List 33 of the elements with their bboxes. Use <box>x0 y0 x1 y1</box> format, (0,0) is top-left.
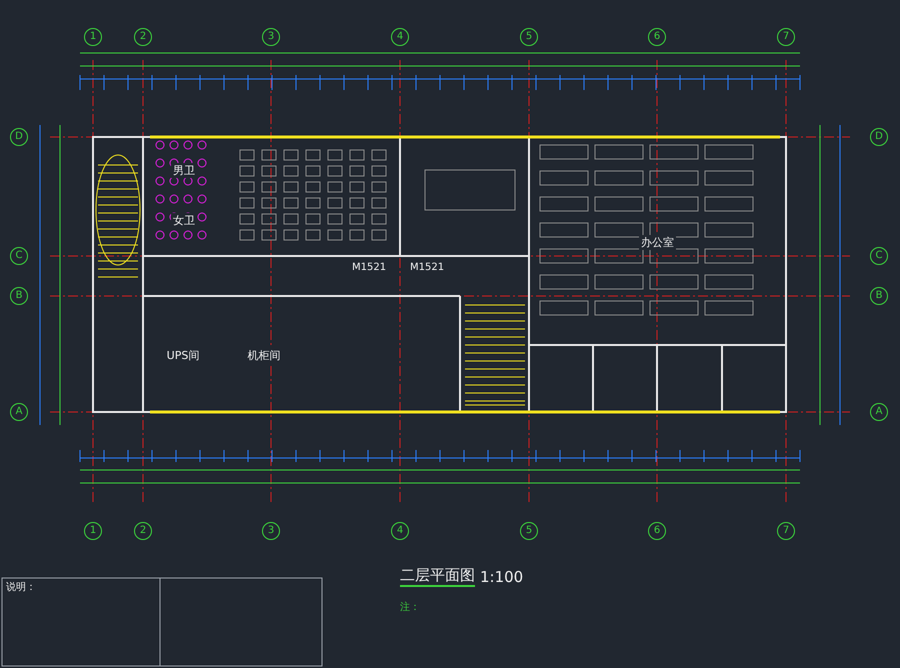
door-code: M1521 <box>352 262 386 273</box>
scale-label: 1:100 <box>480 568 524 586</box>
axis-label: B <box>870 287 888 305</box>
room-name: UPS间 <box>164 348 202 362</box>
axis-label: D <box>870 128 888 146</box>
axis-label: 6 <box>648 522 666 540</box>
axis-label: D <box>10 128 28 146</box>
room-name: 办公室 <box>639 235 676 250</box>
notes-heading: 注： <box>400 600 420 614</box>
room-name: 女卫 <box>171 212 197 228</box>
axis-label: A <box>870 403 888 421</box>
door-code: M1521 <box>410 262 444 273</box>
axis-label: 5 <box>520 28 538 46</box>
axis-label: 4 <box>391 28 409 46</box>
axis-label: 2 <box>134 522 152 540</box>
axis-label: 3 <box>262 28 280 46</box>
axis-label: C <box>870 247 888 265</box>
axis-label: 1 <box>84 28 102 46</box>
axis-label: 7 <box>777 28 795 46</box>
room-name: 男卫 <box>171 162 197 178</box>
axis-label: B <box>10 287 28 305</box>
axis-label: 5 <box>520 522 538 540</box>
axis-label: 3 <box>262 522 280 540</box>
axis-label: 2 <box>134 28 152 46</box>
axis-label: 6 <box>648 28 666 46</box>
axis-label: A <box>10 403 28 421</box>
notes-heading: 说明： <box>6 581 36 594</box>
room-name: 机柜间 <box>246 348 282 362</box>
axis-label: 1 <box>84 522 102 540</box>
drawing-title: 二层平面图 <box>400 566 475 587</box>
axis-label: 7 <box>777 522 795 540</box>
axis-label: C <box>10 247 28 265</box>
axis-label: 4 <box>391 522 409 540</box>
